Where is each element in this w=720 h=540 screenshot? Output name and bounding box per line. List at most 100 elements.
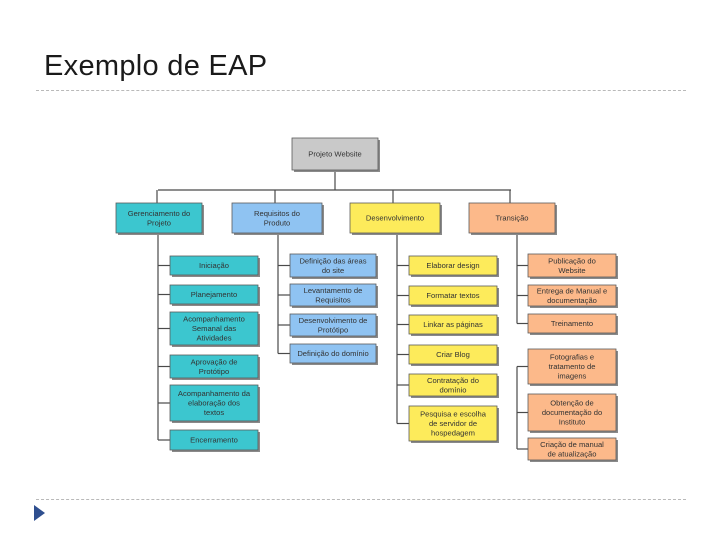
- wbs-level1-gerenciamento-label: Gerenciamento do: [128, 209, 190, 218]
- wbs-item-acompanhamento-da-elaboracao-dos-textos-label: Acompanhamento da: [178, 389, 251, 398]
- wbs-level1-transicao-fill: [468, 202, 556, 234]
- wbs-item-desenvolvimento-de-prototipo-label: Protótipo: [318, 325, 348, 334]
- wbs-item-encerramento-fill: [169, 429, 259, 451]
- wbs-item-criar-blog: Criar Blog: [408, 344, 499, 366]
- title-divider: [36, 90, 686, 91]
- wbs-item-contratacao-do-dominio-label: domínio: [439, 385, 466, 394]
- wbs-item-pesquisa-e-escolha-de-servidor-de-hospedagem-label: de servidor de: [429, 419, 477, 428]
- wbs-item-definicao-das-areas-do-site-label: do site: [322, 266, 344, 275]
- wbs-item-obtencao-de-documentacao-do-instituto-label: Instituto: [559, 418, 586, 427]
- wbs-item-obtencao-de-documentacao-do-instituto-fill: [527, 393, 617, 432]
- wbs-item-publicacao-do-website-label: Website: [558, 266, 585, 275]
- wbs-level1-gerenciamento-label: Projeto: [147, 218, 171, 227]
- wbs-item-acompanhamento-da-elaboracao-dos-textos-label: textos: [204, 408, 224, 417]
- wbs-item-acompanhamento-da-elaboracao-dos-textos-label: elaboração dos: [188, 399, 240, 408]
- wbs-item-iniciacao-label: Iniciação: [199, 261, 229, 270]
- wbs-level1-transicao: Transição: [468, 202, 557, 235]
- wbs-item-aprovacao-de-prototipo-fill: [169, 354, 259, 379]
- wbs-item-levantamento-de-requisitos-fill: [289, 283, 377, 307]
- wbs-item-acompanhamento-semanal-das-atividades-label: Semanal das: [192, 324, 237, 333]
- wbs-item-fotografias-e-tratamento-de-imagens-label: imagens: [558, 372, 587, 381]
- wbs-item-pesquisa-e-escolha-de-servidor-de-hospedagem-fill: [408, 405, 498, 442]
- wbs-item-definicao-das-areas-do-site-fill: [289, 253, 377, 278]
- wbs-item-linkar-as-paginas: Linkar as páginas: [408, 314, 499, 336]
- wbs-item-entrega-de-manual-e-documentacao-label: Entrega de Manual e: [537, 286, 608, 295]
- wbs-root-box: Projeto Website: [291, 137, 380, 172]
- wbs-item-desenvolvimento-de-prototipo-label: Desenvolvimento de: [299, 316, 368, 325]
- wbs-item-aprovacao-de-prototipo-label: Aprovação de: [191, 357, 238, 366]
- wbs-item-contratacao-do-dominio-label: Contratação do: [427, 376, 479, 385]
- wbs-level1-requisitos-label: Requisitos do: [254, 209, 300, 218]
- wbs-level1-requisitos-label: Produto: [264, 218, 291, 227]
- wbs-item-linkar-as-paginas-fill: [408, 314, 498, 335]
- wbs-item-obtencao-de-documentacao-do-instituto-label: documentação do: [542, 408, 602, 417]
- wbs-item-elaborar-design-label: Elaborar design: [426, 261, 479, 270]
- slide-title: Exemplo de EAP: [44, 50, 268, 82]
- wbs-item-encerramento: Encerramento: [169, 429, 260, 452]
- wbs-item-entrega-de-manual-e-documentacao-label: documentação: [547, 296, 597, 305]
- wbs-item-criacao-de-manual-de-atualizacao-label: Criação de manual: [540, 440, 604, 449]
- wbs-item-publicacao-do-website-label: Publicação do: [548, 256, 596, 265]
- wbs-item-contratacao-do-dominio-fill: [408, 373, 498, 397]
- wbs-item-obtencao-de-documentacao-do-instituto-label: Obtenção de: [550, 399, 594, 408]
- wbs-item-planejamento: Planejamento: [169, 284, 260, 306]
- wbs-item-encerramento-label: Encerramento: [190, 436, 238, 445]
- connector-lines: [156, 170, 528, 450]
- wbs-item-treinamento-label: Treinamento: [551, 319, 593, 328]
- wbs-item-definicao-do-dominio-label: Definição do domínio: [297, 349, 368, 358]
- wbs-level1-desenvolvimento-label: Desenvolvimento: [366, 214, 424, 223]
- footer-divider: [36, 499, 686, 500]
- wbs-level1-desenvolvimento: Desenvolvimento: [349, 202, 442, 235]
- wbs-item-criar-blog-label: Criar Blog: [436, 350, 470, 359]
- wbs-item-elaborar-design-fill: [408, 255, 498, 276]
- wbs-item-pesquisa-e-escolha-de-servidor-de-hospedagem-label: hospedagem: [431, 429, 475, 438]
- wbs-item-formatar-textos-label: Formatar textos: [426, 291, 479, 300]
- wbs-item-treinamento: Treinamento: [527, 313, 618, 335]
- wbs-item-formatar-textos: Formatar textos: [408, 285, 499, 307]
- wbs-item-iniciacao-fill: [169, 255, 259, 276]
- wbs-item-levantamento-de-requisitos-label: Levantamento de: [304, 286, 363, 295]
- wbs-item-aprovacao-de-prototipo-label: Protótipo: [199, 367, 229, 376]
- wbs-item-planejamento-fill: [169, 284, 259, 305]
- wbs-item-acompanhamento-semanal-das-atividades-label: Acompanhamento: [183, 315, 245, 324]
- wbs-item-formatar-textos-fill: [408, 285, 498, 306]
- wbs-item-criacao-de-manual-de-atualizacao-label: de atualização: [548, 449, 597, 458]
- wbs-level1-gerenciamento-fill: [115, 202, 203, 234]
- next-slide-arrow-icon[interactable]: [34, 505, 45, 521]
- wbs-root-box-label: Projeto Website: [308, 150, 361, 159]
- wbs-item-acompanhamento-semanal-das-atividades-label: Atividades: [196, 334, 231, 343]
- wbs-item-levantamento-de-requisitos-label: Requisitos: [315, 295, 351, 304]
- wbs-item-definicao-das-areas-do-site-label: Definição das áreas: [299, 256, 366, 265]
- wbs-item-definicao-do-dominio-fill: [289, 343, 377, 364]
- wbs-item-desenvolvimento-de-prototipo-fill: [289, 313, 377, 337]
- wbs-item-elaborar-design: Elaborar design: [408, 255, 499, 277]
- wbs-item-acompanhamento-da-elaboracao-dos-textos-fill: [169, 384, 259, 422]
- wbs-item-criar-blog-fill: [408, 344, 498, 365]
- wbs-item-publicacao-do-website-fill: [527, 253, 617, 278]
- wbs-root-box-fill: [291, 137, 379, 171]
- wbs-item-treinamento-fill: [527, 313, 617, 334]
- wbs-item-criacao-de-manual-de-atualizacao-fill: [527, 437, 617, 461]
- wbs-level1-requisitos-fill: [231, 202, 323, 234]
- wbs-item-linkar-as-paginas-label: Linkar as páginas: [423, 320, 483, 329]
- wbs-item-entrega-de-manual-e-documentacao-fill: [527, 284, 617, 307]
- wbs-item-fotografias-e-tratamento-de-imagens-label: tratamento de: [549, 362, 596, 371]
- wbs-level1-transicao-label: Transição: [495, 214, 528, 223]
- wbs-item-fotografias-e-tratamento-de-imagens-fill: [527, 348, 617, 385]
